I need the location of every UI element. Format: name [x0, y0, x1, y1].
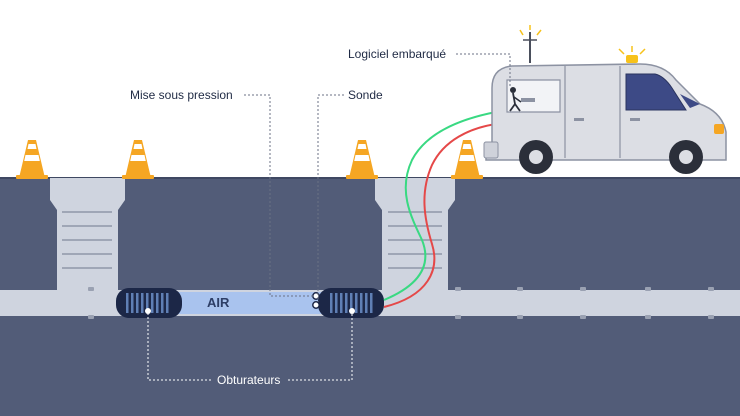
leader-software [456, 53, 511, 88]
beacon-icon [618, 46, 646, 63]
traffic-cone-icon [122, 140, 154, 179]
air-label: AIR [207, 295, 230, 310]
traffic-cone-icon [451, 140, 483, 179]
leader-probe [317, 94, 344, 302]
label-plugs: Obturateurs [217, 373, 280, 387]
antenna-icon [519, 25, 542, 63]
operator-icon [509, 87, 535, 112]
leader-plugs-right [288, 313, 353, 381]
probe-connector [312, 301, 320, 309]
label-software: Logiciel embarqué [348, 47, 446, 61]
label-probe: Sonde [348, 88, 383, 102]
manhole-right [375, 178, 455, 290]
van-icon [483, 25, 727, 174]
cable-green [383, 111, 497, 301]
label-pressure: Mise sous pression [130, 88, 233, 102]
leader-pressure [244, 94, 313, 297]
air-section [170, 292, 340, 314]
pipe-joints [88, 287, 714, 319]
traffic-cone-icon [346, 140, 378, 179]
traffic-cone-icon [16, 140, 48, 179]
leader-plugs [147, 313, 212, 381]
plug-left [116, 288, 182, 318]
cable-red [383, 123, 497, 308]
manhole-left [50, 178, 125, 290]
plug-right [318, 288, 384, 318]
